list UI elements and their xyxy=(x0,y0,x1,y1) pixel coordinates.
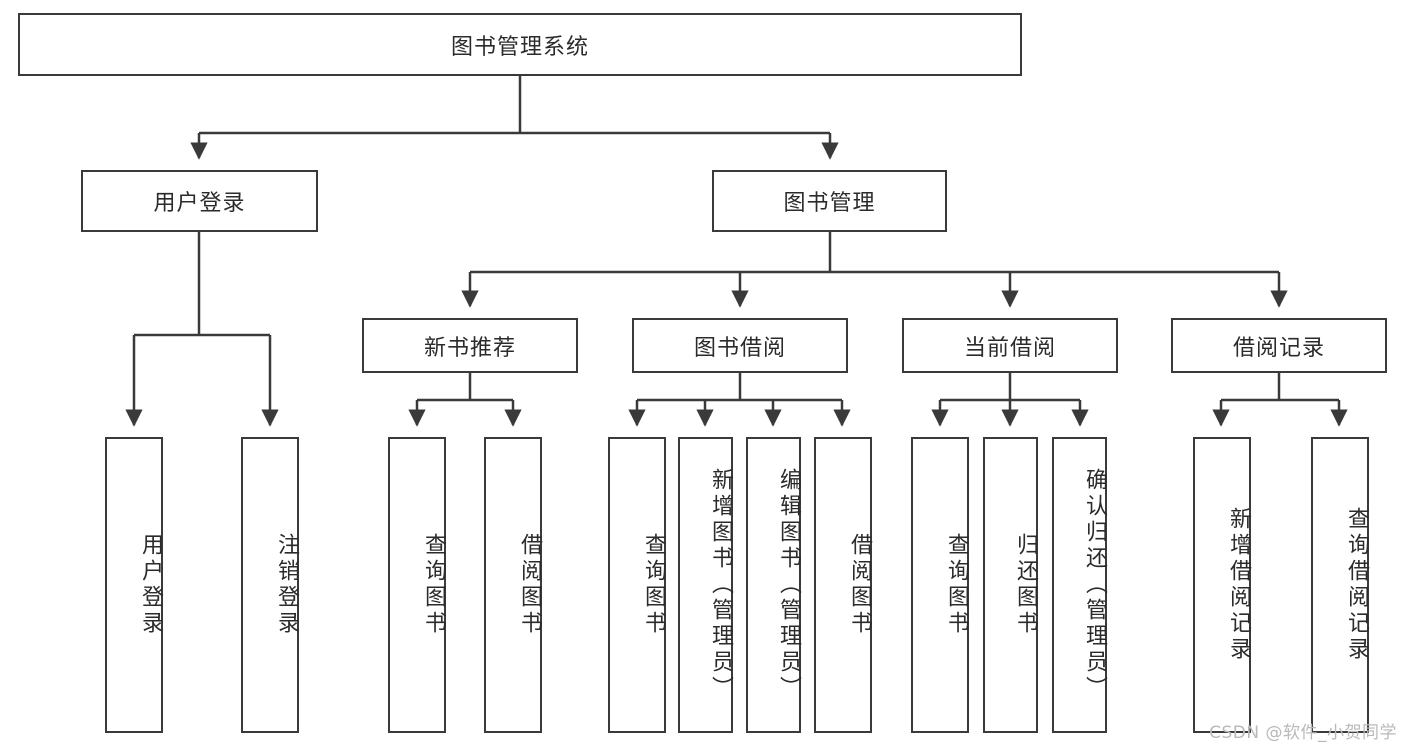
node-book-manage[interactable]: 图书管理 xyxy=(712,170,947,232)
node-book-manage-label: 图书管理 xyxy=(783,191,876,216)
node-leaf-logout[interactable]: 注销登录 xyxy=(241,437,299,733)
node-leaf-query-record[interactable]: 查询借阅记录 xyxy=(1311,437,1369,733)
node-leaf-borrow-book-2[interactable]: 借阅图书 xyxy=(814,437,872,733)
node-current-borrow-label: 当前借阅 xyxy=(963,335,1056,361)
node-user-login[interactable]: 用户登录 xyxy=(81,170,318,232)
node-leaf-user-login[interactable]: 用户登录 xyxy=(105,437,163,733)
node-leaf-add-book-label: 新增图书（管理员） xyxy=(708,468,733,702)
node-leaf-edit-book-label: 编辑图书（管理员） xyxy=(776,468,801,702)
node-leaf-edit-book[interactable]: 编辑图书（管理员） xyxy=(746,437,801,733)
node-root[interactable]: 图书管理系统 xyxy=(18,13,1022,76)
node-book-borrow-label: 图书借阅 xyxy=(693,335,786,361)
node-new-book-recommend-label: 新书推荐 xyxy=(423,335,516,361)
node-leaf-query-book-3[interactable]: 查询图书 xyxy=(911,437,969,733)
node-leaf-confirm-return[interactable]: 确认归还（管理员） xyxy=(1052,437,1107,733)
node-root-label: 图书管理系统 xyxy=(450,34,589,60)
node-leaf-user-login-label: 用户登录 xyxy=(138,533,163,637)
node-leaf-query-book-2[interactable]: 查询图书 xyxy=(608,437,666,733)
node-leaf-borrow-book-2-label: 借阅图书 xyxy=(847,533,872,637)
node-leaf-logout-label: 注销登录 xyxy=(274,533,299,637)
node-leaf-return-book-label: 归还图书 xyxy=(1013,533,1038,637)
node-user-login-label: 用户登录 xyxy=(153,191,246,216)
node-leaf-query-record-label: 查询借阅记录 xyxy=(1344,507,1369,663)
node-current-borrow[interactable]: 当前借阅 xyxy=(902,318,1118,373)
node-new-book-recommend[interactable]: 新书推荐 xyxy=(362,318,578,373)
node-leaf-query-book-3-label: 查询图书 xyxy=(944,533,969,637)
node-leaf-add-record[interactable]: 新增借阅记录 xyxy=(1193,437,1251,733)
node-leaf-return-book[interactable]: 归还图书 xyxy=(983,437,1038,733)
node-leaf-borrow-book-1[interactable]: 借阅图书 xyxy=(484,437,542,733)
node-leaf-borrow-book-1-label: 借阅图书 xyxy=(517,533,542,637)
node-borrow-record[interactable]: 借阅记录 xyxy=(1171,318,1387,373)
node-leaf-add-book[interactable]: 新增图书（管理员） xyxy=(678,437,733,733)
node-leaf-query-book-2-label: 查询图书 xyxy=(641,533,666,637)
node-book-borrow[interactable]: 图书借阅 xyxy=(632,318,848,373)
node-leaf-query-book-1-label: 查询图书 xyxy=(421,533,446,637)
node-leaf-confirm-return-label: 确认归还（管理员） xyxy=(1082,468,1107,702)
node-leaf-add-record-label: 新增借阅记录 xyxy=(1226,507,1251,663)
node-leaf-query-book-1[interactable]: 查询图书 xyxy=(388,437,446,733)
node-borrow-record-label: 借阅记录 xyxy=(1232,335,1325,361)
